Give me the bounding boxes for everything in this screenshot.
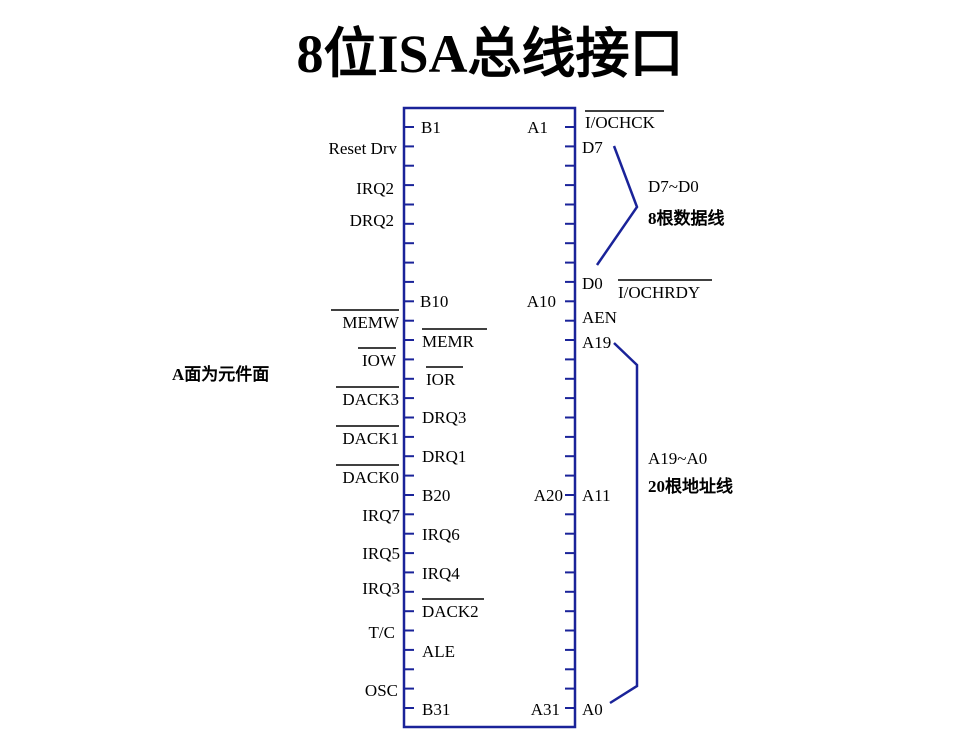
data-bus-brace [595,145,639,266]
pin-label-irq2: IRQ2 [356,179,394,198]
pin-label-a31: A31 [531,700,560,719]
left-pin-ticks [404,126,414,709]
pin-label-ior: IOR [426,370,456,389]
right-pin-ticks [565,126,575,709]
address-bus-description: 20根地址线 [648,476,733,496]
pin-label-dack0: DACK0 [342,468,399,487]
pin-label-drq2: DRQ2 [350,211,394,230]
pin-label-iochrdy: I/OCHRDY [618,283,700,302]
pin-label-irq6: IRQ6 [422,525,460,544]
pin-label-b10: B10 [420,292,448,311]
pin-label-memr: MEMR [422,332,475,351]
pin-label-d7: D7 [582,138,603,157]
pin-label-irq7: IRQ7 [362,506,400,525]
pin-label-dack1: DACK1 [342,429,399,448]
component-side-note: A面为元件面 [172,364,269,384]
data-bus-range: D7~D0 [648,177,699,196]
pin-label-b20: B20 [422,486,450,505]
pin-label-memw: MEMW [342,313,400,332]
page-title: 8位ISA总线接口 [296,24,684,84]
data-bus-description: 8根数据线 [648,208,725,228]
pin-label-irq3: IRQ3 [362,579,400,598]
pin-label-ale: ALE [422,642,455,661]
pin-label-iow: IOW [362,351,397,370]
pin-label-aen: AEN [582,308,617,327]
pin-label-iochck: I/OCHCK [585,113,656,132]
pin-label-b1: B1 [421,118,441,137]
pin-label-a0: A0 [582,700,603,719]
pin-label-tc: T/C [369,623,395,642]
pin-label-osc: OSC [365,681,398,700]
pin-label-dack2: DACK2 [422,602,479,621]
pin-label-dack3: DACK3 [342,390,399,409]
pin-label-a11: A11 [582,486,611,505]
pin-label-d0: D0 [582,274,603,293]
pin-label-a1: A1 [527,118,548,137]
pin-label-irq4: IRQ4 [422,564,460,583]
pin-label-a19: A19 [582,333,611,352]
pin-label-irq5: IRQ5 [362,544,400,563]
pin-label-drq1: DRQ1 [422,447,466,466]
pin-label-drq3: DRQ3 [422,408,466,427]
address-bus-range: A19~A0 [648,449,707,468]
pin-label-reset-drv: Reset Drv [329,139,398,158]
pin-label-a10: A10 [527,292,556,311]
pin-label-a20: A20 [534,486,563,505]
address-bus-brace [609,342,639,705]
pin-label-b31: B31 [422,700,450,719]
